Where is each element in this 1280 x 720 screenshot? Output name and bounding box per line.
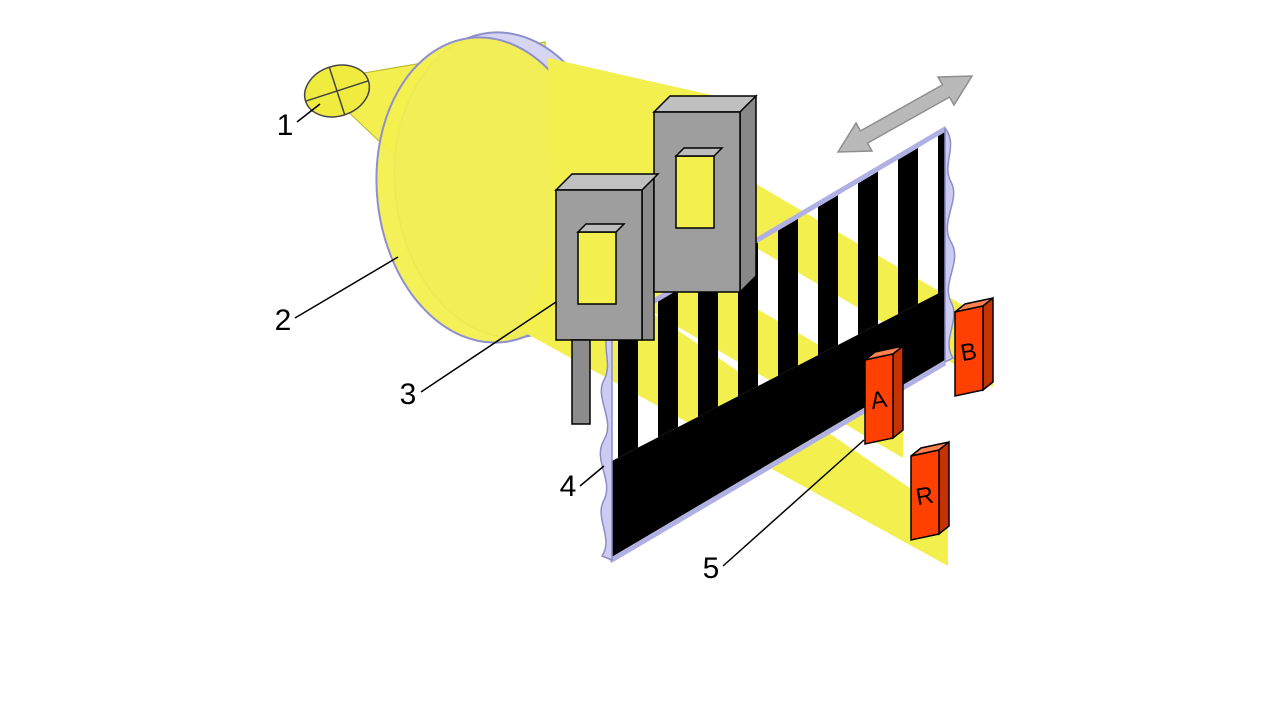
label-4-code-strip: 4 [560, 470, 577, 503]
detector-a-front [864, 353, 894, 445]
leader-line-4 [579, 465, 605, 487]
detector-b [954, 296, 994, 397]
leader-line-1 [296, 103, 321, 123]
detector-a-side [892, 344, 904, 440]
strip-torn-edge-right [944, 125, 956, 364]
mask-support-tail [571, 339, 591, 425]
strip-stripe-band [610, 132, 945, 462]
mask-right-window-inner [674, 147, 724, 157]
detector-r-label: R [914, 482, 936, 512]
mask-left-window-inner [576, 223, 626, 233]
label-5-photodetector: 5 [703, 552, 720, 585]
strip-black-band [610, 290, 945, 558]
label-1-light-source: 1 [277, 109, 294, 142]
mask-right-plate-side [739, 94, 757, 294]
detector-b-front [954, 305, 984, 397]
mask-right-plate-top [652, 95, 758, 113]
detector-b-label: B [959, 338, 979, 367]
movement-direction-arrow-icon [836, 75, 974, 153]
detector-b-side [982, 296, 994, 392]
strip-top-edge [608, 126, 947, 330]
strip-torn-edge-left [599, 323, 613, 562]
mask-connector [641, 175, 655, 341]
light-source-bulb [303, 64, 371, 118]
detector-r-front [910, 449, 940, 541]
mask-left-plate-top [554, 173, 660, 191]
leader-line-2 [294, 256, 399, 319]
mask [554, 94, 758, 425]
label-2-lens: 2 [275, 304, 292, 337]
label-3-mask: 3 [400, 378, 417, 411]
detector-a-label: A [869, 386, 889, 415]
detector-r [910, 440, 950, 541]
detector-a [864, 344, 904, 445]
leader-line-5 [722, 439, 865, 567]
detector-r-side [938, 440, 950, 536]
leader-line-3 [420, 301, 557, 393]
